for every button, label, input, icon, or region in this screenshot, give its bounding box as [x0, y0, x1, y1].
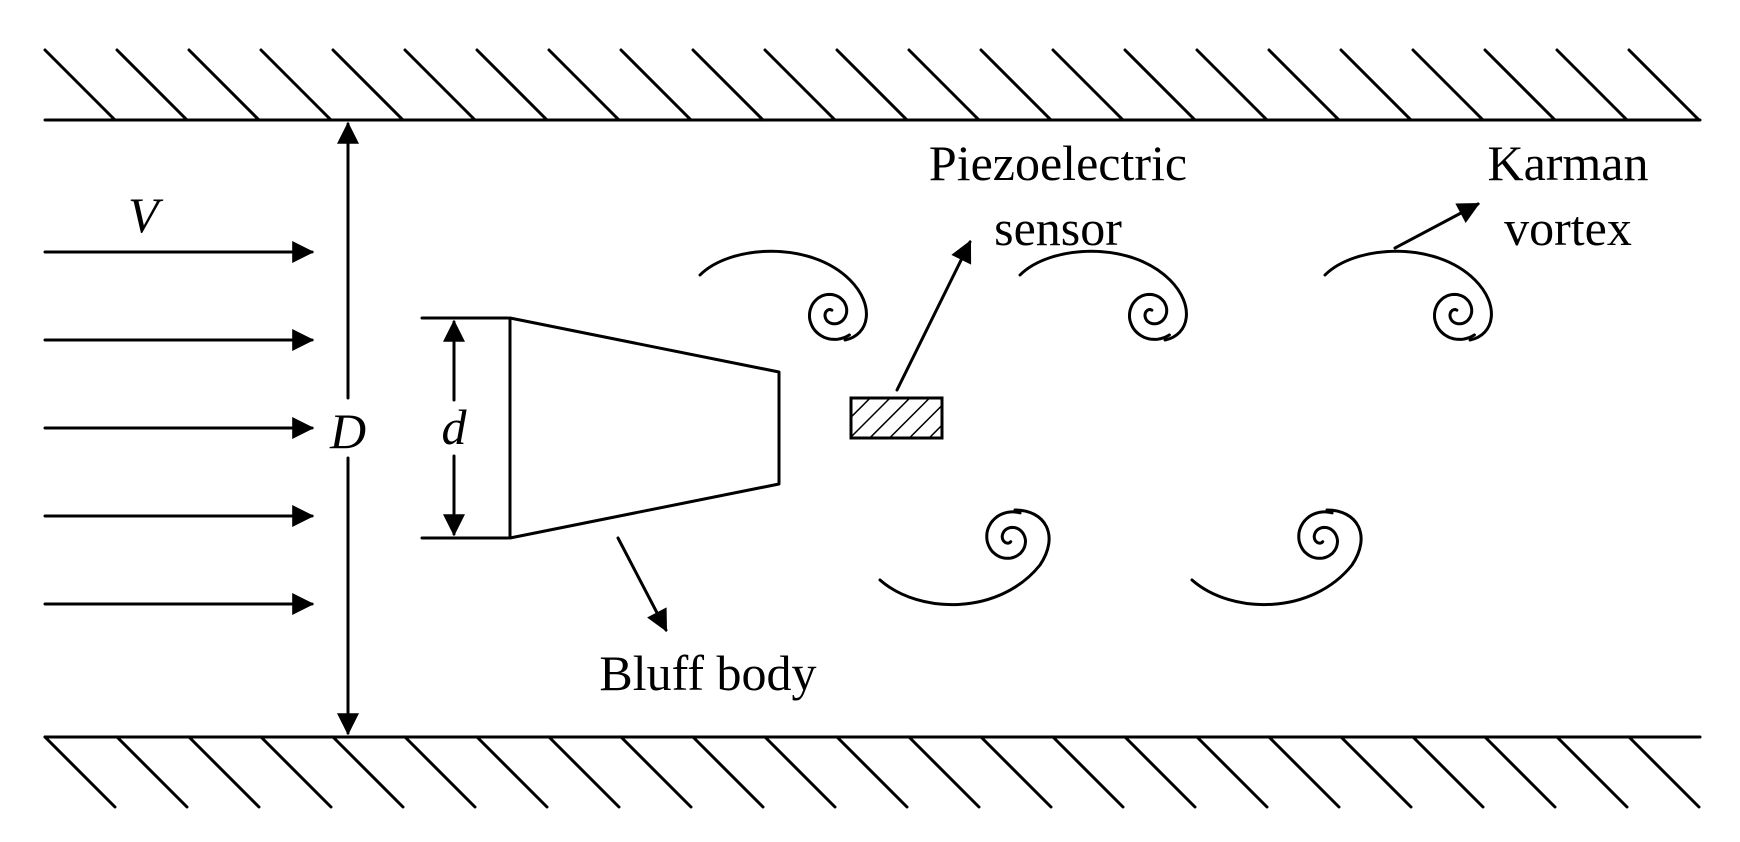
hatch-line [115, 48, 189, 122]
hatch-line [1555, 735, 1629, 809]
vortex-spiral [808, 292, 851, 341]
hatch-line [547, 48, 621, 122]
hatch-line [979, 48, 1053, 122]
hatch-line [1483, 48, 1557, 122]
hatch-line [331, 735, 405, 809]
hatch-line [1411, 48, 1485, 122]
hatch-line [1195, 735, 1269, 809]
hatch-line [115, 735, 189, 809]
bluff-body-label: Bluff body [599, 645, 816, 701]
hatch-line [1267, 735, 1341, 809]
vortex-spiral [1128, 292, 1171, 341]
hatch-line [43, 735, 117, 809]
body-width-dimension [420, 316, 510, 540]
inflow-arrows [43, 241, 315, 615]
top-wall [43, 48, 1702, 122]
top-wall-hatching [43, 48, 1701, 122]
hatch-line [691, 735, 765, 809]
hatch-line [907, 735, 981, 809]
vortex-label-line2: vortex [1504, 200, 1632, 256]
hatch-line [763, 48, 837, 122]
hatch-line [259, 735, 333, 809]
hatch-line [403, 735, 477, 809]
bluff-body-leader-arrow [616, 536, 668, 632]
vortex-tail [878, 508, 1051, 607]
hatch-line [1051, 735, 1125, 809]
bottom-wall-hatching [43, 735, 1701, 809]
bottom-wall [43, 735, 1702, 809]
hatch-line [979, 735, 1053, 809]
hatch-line [907, 48, 981, 122]
vortex-tail [1190, 508, 1363, 607]
body-width-label: d [442, 399, 468, 455]
sensor-label-line1: Piezoelectric [929, 135, 1187, 191]
hatch-line [403, 48, 477, 122]
piezoelectric-sensor [849, 396, 944, 440]
hatch-line [691, 48, 765, 122]
vortex-spiral [1297, 510, 1339, 560]
vortex-street [698, 249, 1493, 607]
hatch-line [835, 48, 909, 122]
hatch-line [259, 48, 333, 122]
vortex-label-line1: Karman [1487, 135, 1648, 191]
hatch-line [1051, 48, 1125, 122]
hatch-line [763, 735, 837, 809]
vortex-spiral [985, 510, 1027, 560]
vortex-tail [1323, 249, 1493, 342]
velocity-label: V [128, 187, 164, 243]
sensor-label-line2: sensor [994, 200, 1122, 256]
hatch-line [1627, 48, 1701, 122]
hatch-line [547, 735, 621, 809]
hatch-line [331, 48, 405, 122]
hatch-line [1555, 48, 1629, 122]
hatch-line [1483, 735, 1557, 809]
hatch-line [475, 48, 549, 122]
hatch-line [1339, 48, 1413, 122]
hatch-line [1123, 48, 1197, 122]
hatch-line [835, 735, 909, 809]
vortex-leader-arrow [1393, 202, 1480, 250]
sensor-leader-arrow [895, 240, 972, 392]
hatch-line [187, 48, 261, 122]
hatch-line [1339, 735, 1413, 809]
hatch-line [1123, 735, 1197, 809]
bluff-body [508, 316, 781, 540]
hatch-line [619, 48, 693, 122]
hatch-line [475, 735, 549, 809]
duct-height-label: D [329, 403, 366, 459]
hatch-line [1267, 48, 1341, 122]
hatch-line [1195, 48, 1269, 122]
vortex-tail [698, 249, 868, 342]
vortex-tail [1018, 249, 1188, 342]
hatch-line [1411, 735, 1485, 809]
hatch-line [43, 48, 117, 122]
vortex-spiral [1433, 292, 1476, 341]
hatch-line [187, 735, 261, 809]
hatch-line [619, 735, 693, 809]
hatch-line [1627, 735, 1701, 809]
